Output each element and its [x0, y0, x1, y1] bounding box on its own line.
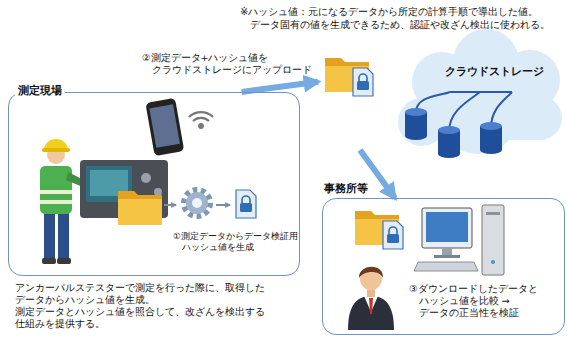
description: 測定データとハッシュ値を照合して、改ざんを検出する仕組みを提供する。: [15, 306, 273, 330]
gear-icon: [184, 190, 210, 216]
upload-arrow: [242, 82, 318, 92]
step-note: ③ダウンロードしたデータと ハッシュ値を比較 →データの正当性を検証: [409, 283, 535, 319]
office-person: [348, 267, 394, 330]
cloud-title: クラウドストレージ: [445, 65, 544, 79]
wifi-symbol: [189, 112, 213, 128]
illustration: [355, 211, 403, 249]
database-cylinder: [480, 122, 502, 130]
worker-figure: [42, 258, 56, 264]
computer: [434, 255, 460, 258]
database-cylinder: [438, 126, 460, 134]
pulse-tester: [141, 173, 151, 183]
worker-figure: [44, 212, 55, 260]
computer: [422, 208, 472, 248]
wifi-symbol: [189, 112, 213, 117]
illustration: [236, 190, 256, 218]
database-cylinder: [405, 132, 427, 140]
footnote: ※ハッシュ値：元になるデータから所定の計算手順で導出した値。 データ固有の値を生…: [240, 6, 555, 32]
worker-figure: [40, 190, 72, 194]
region-heading: 測定現場: [15, 84, 65, 98]
wifi-symbol: [199, 124, 203, 128]
office-region: 事務所等③ダウンロードしたデータと ハッシュ値を比較 →データの正当性を検証: [322, 198, 565, 335]
smartphone: [145, 98, 184, 156]
worker-figure: [40, 166, 72, 214]
worker-figure: [42, 148, 70, 152]
database-links: [416, 92, 512, 132]
computer: [414, 205, 504, 275]
region-heading: 事務所等: [324, 182, 368, 196]
wifi-symbol: [193, 118, 209, 121]
site-region: 測定現場①測定データからデータ検証用 ハッシュ値を生成: [8, 92, 300, 276]
office-person: [359, 267, 383, 278]
cloud-storage: クラウドストレージ: [318, 45, 565, 150]
office-person: [348, 296, 394, 330]
edge-label: ②測定データ+ハッシュ値を クラウドストレージにアップロード: [142, 52, 305, 76]
computer: [442, 248, 452, 256]
worker-figure: [40, 200, 72, 204]
cloud-shape: [398, 29, 562, 154]
smartphone: [149, 104, 180, 148]
gear-icon: [184, 190, 210, 216]
gear-icon: [192, 198, 202, 208]
smartphone: [145, 98, 184, 156]
database-links: [449, 92, 480, 132]
computer: [482, 205, 504, 275]
office-person: [369, 298, 373, 314]
step-note: ①測定データからデータ検証用 ハッシュ値を生成: [173, 231, 294, 253]
database-links: [450, 91, 512, 93]
gear-icon: [186, 192, 208, 214]
computer: [486, 212, 500, 215]
database-cylinder: [405, 108, 502, 158]
computer: [491, 260, 495, 264]
worker-figure: [57, 258, 71, 264]
computer: [414, 262, 478, 271]
pulse-tester: [154, 188, 162, 196]
description: アンカーパルステスターで測定を行った際に、取得したデータからハッシュ値を生成。: [15, 282, 273, 306]
database-cylinder: [438, 150, 460, 158]
database-cylinder: [480, 146, 502, 154]
worker-figure: [58, 212, 69, 260]
illustration: [325, 58, 373, 96]
computer: [426, 212, 468, 242]
database-cylinder: [405, 108, 427, 116]
illustration: [118, 191, 162, 225]
process-arrows: [216, 204, 230, 206]
process-arrows: [164, 204, 176, 206]
